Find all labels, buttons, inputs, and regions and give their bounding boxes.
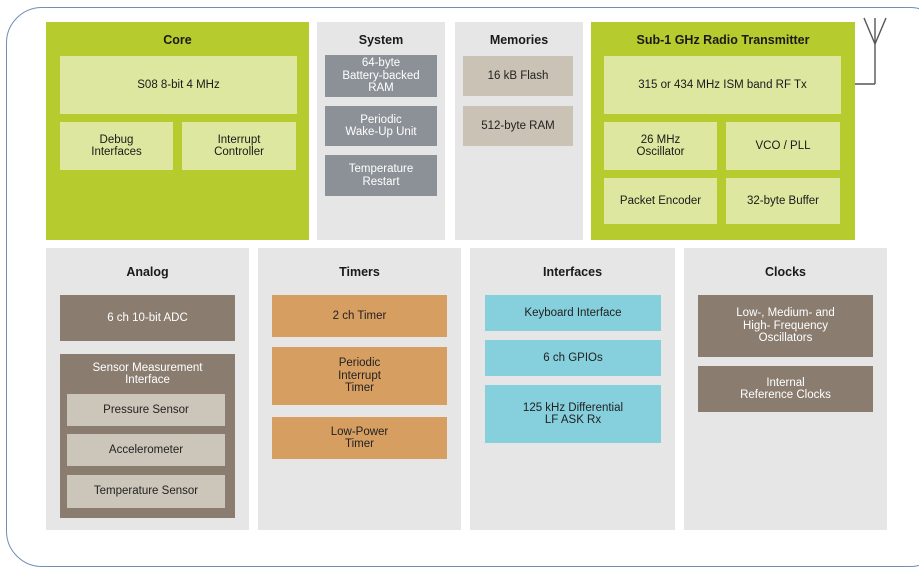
analog-panel: Analog 6 ch 10-bit ADC Sensor Measuremen… (46, 248, 249, 530)
flash-block: 16 kB Flash (463, 56, 573, 96)
cpu-block: S08 8-bit 4 MHz (60, 56, 297, 114)
radio-title: Sub-1 GHz Radio Transmitter (636, 33, 810, 47)
interrupt-controller-block: Interrupt Controller (182, 122, 296, 170)
buffer-block: 32-byte Buffer (726, 178, 840, 224)
sensor-interface-label: Sensor Measurement Interface (92, 361, 203, 387)
clocks-panel: Clocks Low-, Medium- and High- Frequency… (684, 248, 887, 530)
debug-interfaces-block: Debug Interfaces (60, 122, 173, 170)
clocks-title: Clocks (765, 265, 806, 279)
packet-encoder-block: Packet Encoder (604, 178, 717, 224)
periodic-interrupt-timer-block: Periodic Interrupt Timer (272, 347, 447, 405)
memories-title: Memories (489, 33, 549, 47)
timers-title: Timers (339, 265, 380, 279)
memories-panel: Memories 16 kB Flash 512-byte RAM (455, 22, 583, 240)
radio-panel: Sub-1 GHz Radio Transmitter 315 or 434 M… (591, 22, 855, 240)
gpio-block: 6 ch GPIOs (485, 340, 661, 376)
analog-title: Analog (126, 265, 169, 279)
interfaces-panel: Interfaces Keyboard Interface 6 ch GPIOs… (470, 248, 675, 530)
vco-pll-block: VCO / PLL (726, 122, 840, 170)
oscillator-block: 26 MHz Oscillator (604, 122, 717, 170)
keyboard-interface-block: Keyboard Interface (485, 295, 661, 331)
core-title: Core (163, 33, 192, 47)
timers-panel: Timers 2 ch Timer Periodic Interrupt Tim… (258, 248, 461, 530)
accelerometer-block: Accelerometer (67, 434, 225, 466)
antenna-icon (854, 17, 887, 85)
system-title: System (358, 33, 404, 47)
pressure-sensor-block: Pressure Sensor (67, 394, 225, 426)
internal-reference-clocks-block: Internal Reference Clocks (698, 366, 873, 412)
rf-tx-block: 315 or 434 MHz ISM band RF Tx (604, 56, 841, 114)
adc-block: 6 ch 10-bit ADC (60, 295, 235, 341)
timer-2ch-block: 2 ch Timer (272, 295, 447, 337)
sensor-interface-block: Sensor Measurement Interface Pressure Se… (60, 354, 235, 518)
wakeup-unit-block: Periodic Wake-Up Unit (325, 106, 437, 146)
core-panel: Core S08 8-bit 4 MHz Debug Interfaces In… (46, 22, 309, 240)
battery-ram-block: 64-byte Battery-backed RAM (325, 55, 437, 97)
interfaces-title: Interfaces (542, 265, 603, 279)
temperature-sensor-block: Temperature Sensor (67, 475, 225, 508)
system-panel: System 64-byte Battery-backed RAM Period… (317, 22, 445, 240)
temperature-restart-block: Temperature Restart (325, 155, 437, 196)
frequency-oscillators-block: Low-, Medium- and High- Frequency Oscill… (698, 295, 873, 357)
ram-block: 512-byte RAM (463, 106, 573, 146)
low-power-timer-block: Low-Power Timer (272, 417, 447, 459)
lf-ask-rx-block: 125 kHz Differential LF ASK Rx (485, 385, 661, 443)
